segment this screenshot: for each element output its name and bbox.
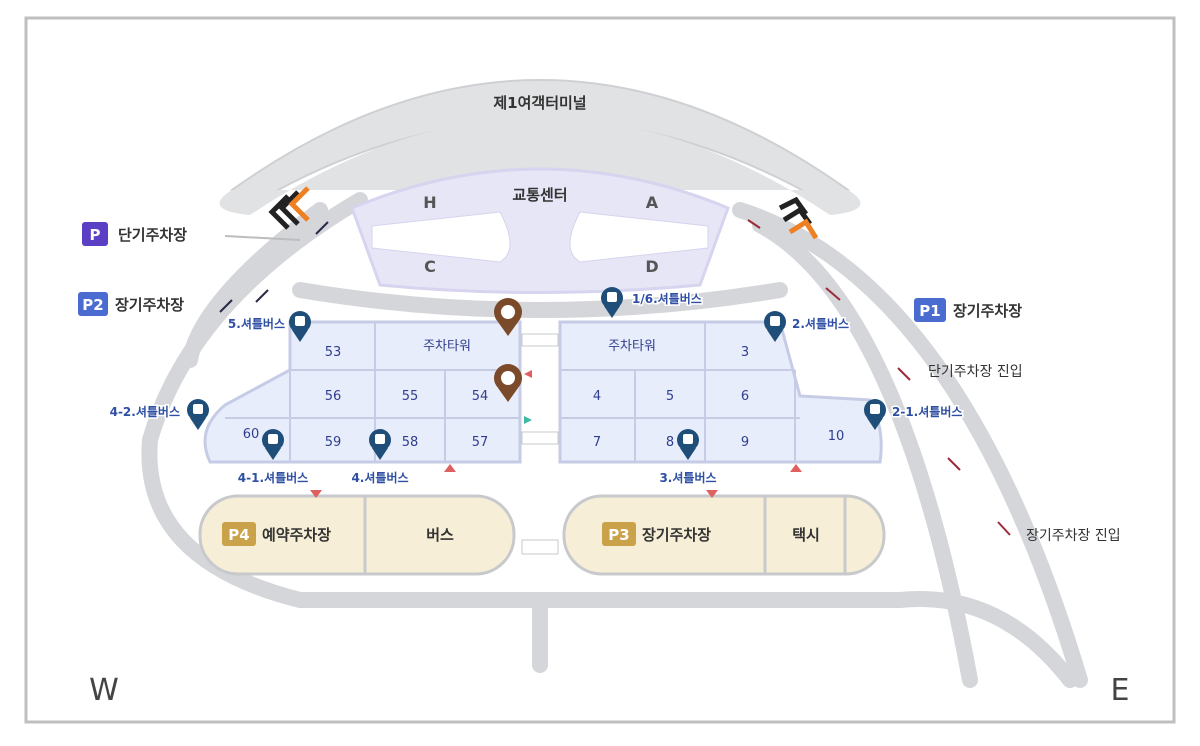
shuttle-stop-4-1: 4-1.셔틀버스 bbox=[238, 470, 308, 485]
chevron-sign-left-icon bbox=[268, 186, 310, 230]
exit-marker-icon bbox=[310, 490, 322, 498]
entry-direction-arrows bbox=[747, 219, 1011, 536]
entry-marker-icon bbox=[444, 464, 456, 472]
exit-marker-icon bbox=[706, 490, 718, 498]
bus-area-label: 버스 bbox=[426, 526, 454, 544]
zone-8: 8 bbox=[666, 435, 674, 450]
direction-marker-icon bbox=[524, 370, 532, 378]
shuttle-bus-pin-icon[interactable] bbox=[289, 311, 311, 342]
zone-58: 58 bbox=[402, 435, 419, 450]
zone-9: 9 bbox=[741, 435, 749, 450]
p2-label: 장기주차장 bbox=[115, 296, 184, 314]
shuttle-stop-1-6: 1/6.셔틀버스 bbox=[632, 291, 702, 306]
p3-label: 장기주차장 bbox=[642, 526, 711, 544]
entry-marker-icon bbox=[790, 464, 802, 472]
shuttle-stop-5: 5.셔틀버스 bbox=[228, 316, 285, 331]
right-zone-grid bbox=[560, 322, 800, 462]
terminal-name: 제1여객터미널 bbox=[493, 94, 586, 112]
badge-p4[interactable]: P4 예약주차장 bbox=[222, 522, 331, 546]
zone-54: 54 bbox=[472, 389, 489, 404]
zone-53: 53 bbox=[325, 345, 342, 360]
svg-text:P2: P2 bbox=[82, 296, 103, 314]
compass-east: E bbox=[1111, 673, 1130, 708]
p3-area bbox=[562, 494, 886, 576]
center-inner-left bbox=[371, 211, 511, 263]
svg-text:P3: P3 bbox=[608, 526, 629, 544]
badge-short-term[interactable]: P 단기주차장 bbox=[82, 222, 187, 246]
shuttle-bus-pin-icon[interactable] bbox=[187, 399, 209, 430]
badge-p3[interactable]: P3 장기주차장 bbox=[602, 522, 711, 546]
short-term-label: 단기주차장 bbox=[118, 226, 187, 244]
p4-area bbox=[198, 494, 516, 576]
parking-tower-pin-icon[interactable] bbox=[494, 364, 522, 402]
shuttle-bus-pin-icon[interactable] bbox=[864, 399, 886, 430]
left-zone-grid bbox=[225, 322, 520, 462]
gate-d: D bbox=[645, 257, 658, 276]
zone-60: 60 bbox=[243, 427, 260, 442]
short-term-entry-label: 단기주차장 진입 bbox=[928, 364, 1023, 380]
shuttle-pins bbox=[187, 287, 886, 460]
zone-5: 5 bbox=[666, 389, 674, 404]
shuttle-stop-2: 2.셔틀버스 bbox=[792, 316, 849, 331]
badge-p2[interactable]: P2 장기주차장 bbox=[78, 292, 184, 316]
transport-center-label: 교통센터 bbox=[512, 186, 567, 204]
road-network bbox=[141, 192, 1088, 688]
gate-a: A bbox=[646, 193, 659, 212]
shuttle-bus-pin-icon[interactable] bbox=[677, 429, 699, 460]
gate-c: C bbox=[424, 257, 436, 276]
long-term-entry-label: 장기주차장 진입 bbox=[1026, 528, 1121, 544]
chevron-sign-right-icon bbox=[778, 196, 819, 240]
zone-10: 10 bbox=[828, 429, 845, 444]
svg-text:P4: P4 bbox=[228, 526, 249, 544]
shuttle-bus-pin-icon[interactable] bbox=[601, 287, 623, 318]
p1-label: 장기주차장 bbox=[953, 302, 1022, 320]
zone-right-tower: 주차타워 bbox=[608, 339, 656, 354]
parking-tower-pin-icon[interactable] bbox=[494, 298, 522, 336]
shuttle-stop-4: 4.셔틀버스 bbox=[351, 470, 408, 485]
compass-west: W bbox=[89, 673, 119, 708]
direction-marker-icon bbox=[524, 416, 532, 424]
center-inner-right bbox=[569, 211, 709, 263]
zone-3: 3 bbox=[741, 345, 749, 360]
shuttle-stop-4-2: 4-2.셔틀버스 bbox=[110, 404, 180, 419]
terminal-curve bbox=[219, 117, 861, 215]
zone-left-tower: 주차타워 bbox=[423, 339, 471, 354]
right-parking-zone bbox=[558, 320, 883, 464]
transport-center bbox=[350, 167, 730, 294]
shuttle-bus-pin-icon[interactable] bbox=[764, 311, 786, 342]
zone-56: 56 bbox=[325, 389, 342, 404]
svg-text:P: P bbox=[90, 226, 101, 244]
zone-4: 4 bbox=[593, 389, 601, 404]
walkway-connectors bbox=[521, 333, 559, 555]
shuttle-bus-pin-icon[interactable] bbox=[262, 429, 284, 460]
zone-6: 6 bbox=[741, 389, 749, 404]
zone-59: 59 bbox=[325, 435, 342, 450]
shuttle-stop-2-1: 2-1.셔틀버스 bbox=[892, 404, 962, 419]
svg-text:P1: P1 bbox=[919, 302, 940, 320]
shuttle-stop-3: 3.셔틀버스 bbox=[659, 470, 716, 485]
gate-h: H bbox=[423, 193, 436, 212]
p4-label: 예약주차장 bbox=[262, 526, 331, 544]
shuttle-bus-pin-icon[interactable] bbox=[369, 429, 391, 460]
zone-7: 7 bbox=[593, 435, 601, 450]
zone-55: 55 bbox=[402, 389, 419, 404]
badge-p1[interactable]: P1 장기주차장 bbox=[914, 298, 1022, 322]
taxi-area-label: 택시 bbox=[792, 526, 820, 544]
zone-57: 57 bbox=[472, 435, 489, 450]
exit-direction-arrows bbox=[219, 221, 329, 313]
left-parking-zone bbox=[203, 320, 522, 464]
